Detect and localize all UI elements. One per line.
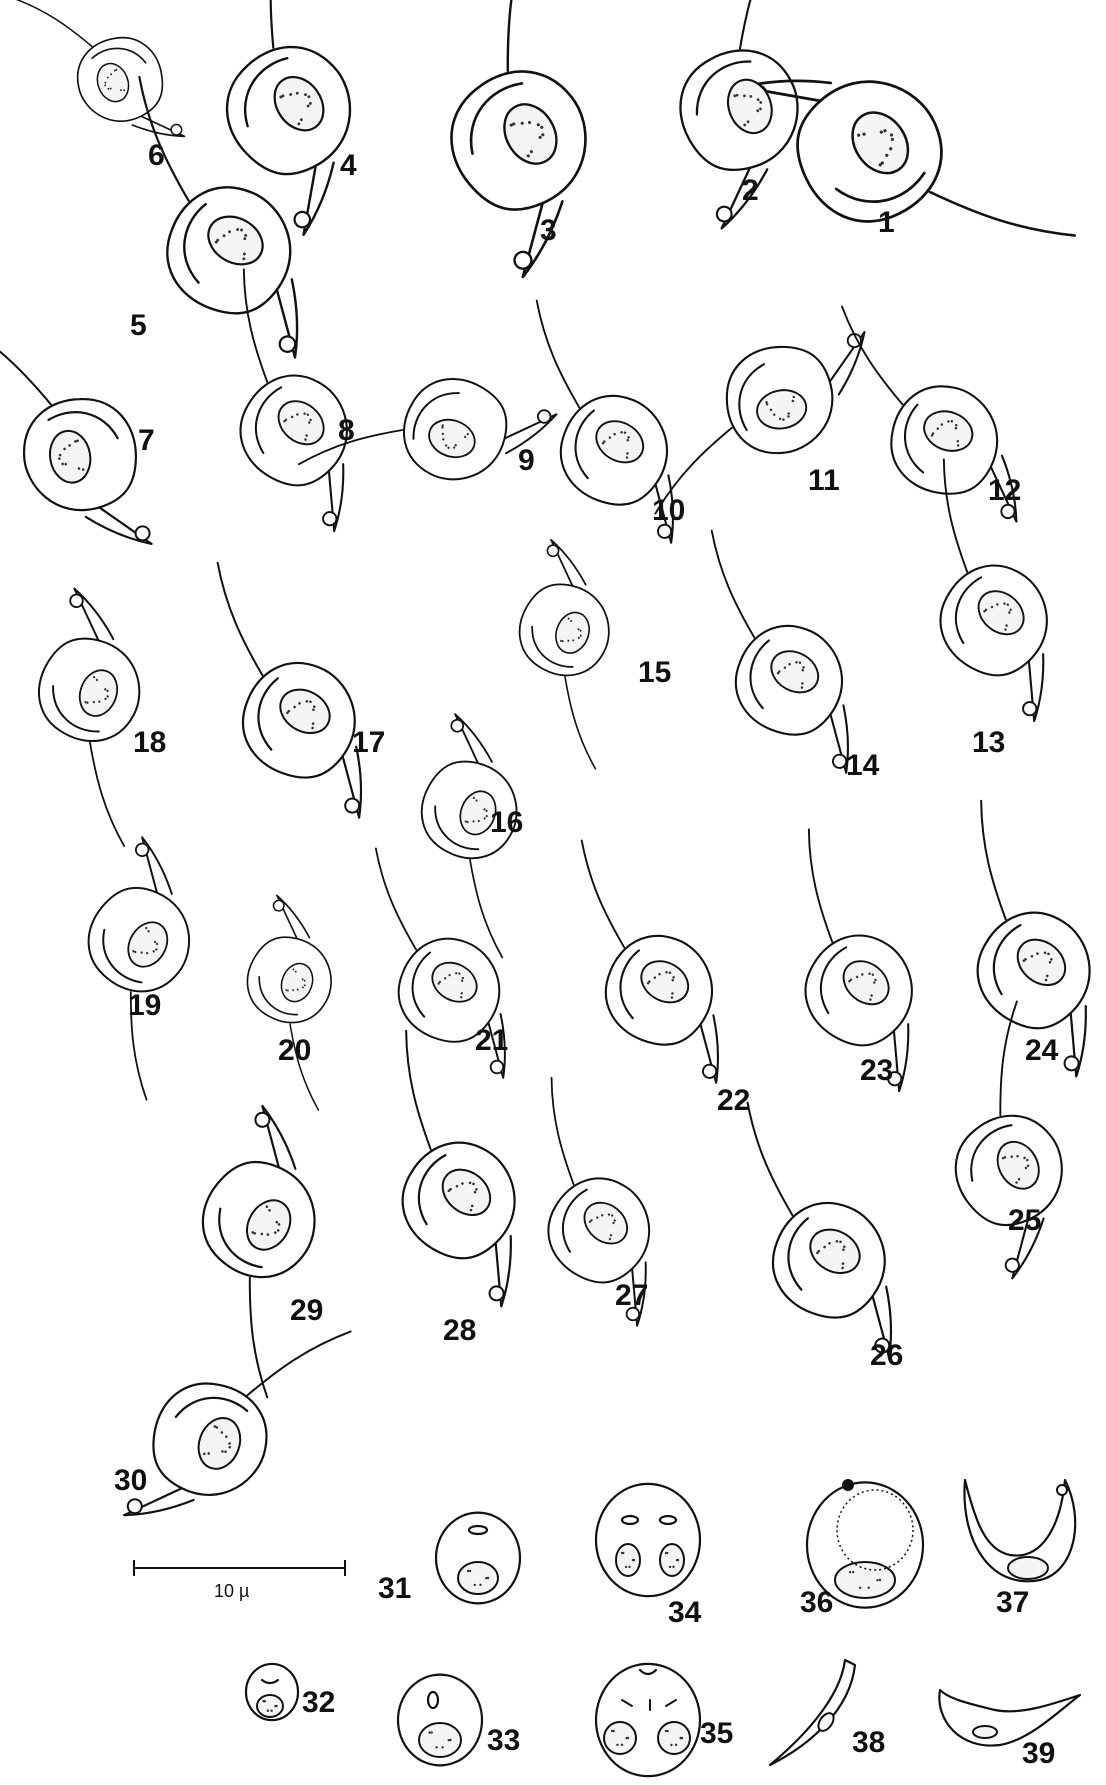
figure-label-29: 29 xyxy=(290,1294,323,1327)
figure-label-24: 24 xyxy=(1025,1034,1059,1067)
figure-label-31: 31 xyxy=(378,1572,411,1605)
figure-label-27: 27 xyxy=(615,1279,648,1312)
figure-label-11: 11 xyxy=(808,464,840,497)
figure-label-4: 4 xyxy=(340,149,357,182)
figure-label-20: 20 xyxy=(278,1034,311,1067)
figure-label-23: 23 xyxy=(860,1054,893,1087)
figure-label-35: 35 xyxy=(700,1717,733,1750)
figure-label-36: 36 xyxy=(800,1586,833,1619)
figure-label-26: 26 xyxy=(870,1339,903,1372)
figure-label-9: 9 xyxy=(518,444,535,477)
figure-label-22: 22 xyxy=(717,1084,750,1117)
figure-label-12: 12 xyxy=(988,474,1021,507)
figure-label-5: 5 xyxy=(130,309,147,342)
figure-label-38: 38 xyxy=(852,1726,885,1759)
figure-label-2: 2 xyxy=(742,174,759,207)
figure-label-14: 14 xyxy=(846,749,880,782)
figure-label-19: 19 xyxy=(128,989,161,1022)
figure-label-1: 1 xyxy=(878,206,895,239)
figure-label-7: 7 xyxy=(138,424,155,457)
figure-label-13: 13 xyxy=(972,726,1005,759)
figure-label-25: 25 xyxy=(1008,1204,1041,1237)
figure-label-33: 33 xyxy=(487,1724,520,1757)
figure-label-32: 32 xyxy=(302,1686,335,1719)
figure-label-17: 17 xyxy=(352,726,385,759)
figure-label-37: 37 xyxy=(996,1586,1029,1619)
figure-label-6: 6 xyxy=(148,139,165,172)
figure-label-30: 30 xyxy=(114,1464,147,1497)
figure-label-28: 28 xyxy=(443,1314,476,1347)
figure-label-39: 39 xyxy=(1022,1737,1055,1770)
figure-label-16: 16 xyxy=(490,806,523,839)
figure-label-3: 3 xyxy=(540,214,557,247)
figure-label-21: 21 xyxy=(475,1024,508,1057)
figure-label-18: 18 xyxy=(133,726,166,759)
scale-bar-label: 10 µ xyxy=(214,1581,249,1601)
figure-label-15: 15 xyxy=(638,656,671,689)
figure-label-34: 34 xyxy=(668,1596,702,1629)
